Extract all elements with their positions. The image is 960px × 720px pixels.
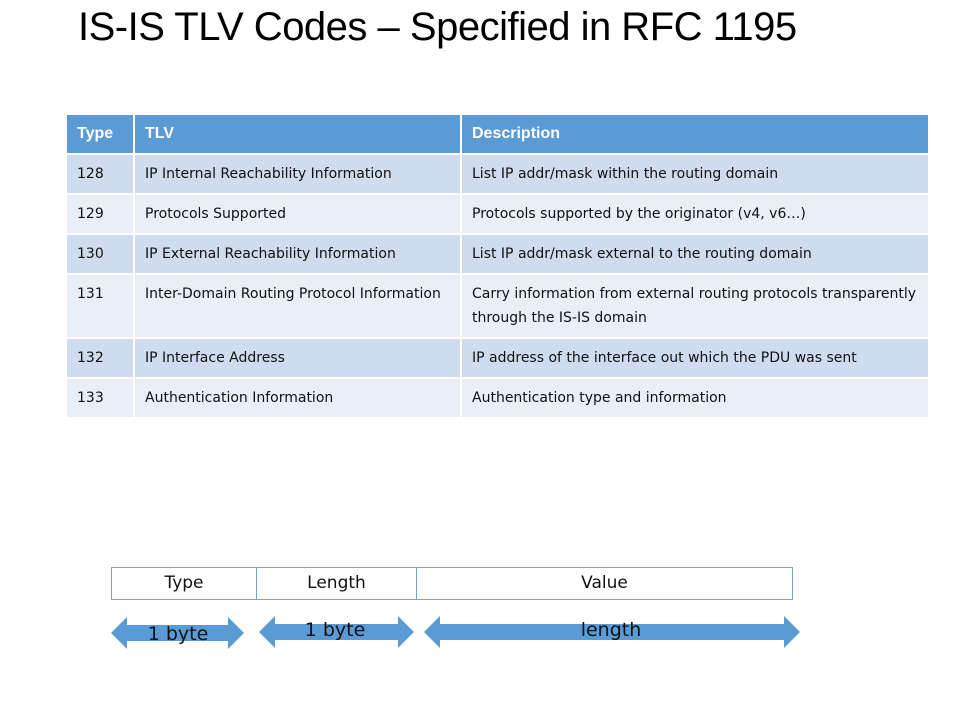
table-row: 132 IP Interface Address IP address of t… xyxy=(67,339,928,379)
type-size-label: 1 byte xyxy=(147,623,209,645)
cell-tlv: IP Internal Reachability Information xyxy=(135,155,462,195)
value-size-label: length xyxy=(580,619,642,641)
cell-tlv: IP External Reachability Information xyxy=(135,235,462,275)
tlv-table: Type TLV Description 128 IP Internal Rea… xyxy=(67,115,928,419)
cell-description: List IP addr/mask within the routing dom… xyxy=(462,155,928,195)
value-width-arrow xyxy=(424,616,800,648)
cell-description: IP address of the interface out which th… xyxy=(462,339,928,379)
header-tlv: TLV xyxy=(135,115,462,155)
field-length-box: Length xyxy=(256,567,417,600)
cell-type: 128 xyxy=(67,155,135,195)
cell-description: Authentication type and information xyxy=(462,379,928,419)
cell-tlv: Protocols Supported xyxy=(135,195,462,235)
table-row: 130 IP External Reachability Information… xyxy=(67,235,928,275)
cell-type: 130 xyxy=(67,235,135,275)
table-row: 128 IP Internal Reachability Information… xyxy=(67,155,928,195)
header-type: Type xyxy=(67,115,135,155)
field-type-box: Type xyxy=(111,567,257,600)
cell-tlv: Authentication Information xyxy=(135,379,462,419)
length-size-label: 1 byte xyxy=(304,619,366,641)
type-width-arrow xyxy=(111,617,244,649)
cell-tlv: Inter-Domain Routing Protocol Informatio… xyxy=(135,275,462,339)
table-header-row: Type TLV Description xyxy=(67,115,928,155)
cell-type: 132 xyxy=(67,339,135,379)
cell-description: List IP addr/mask external to the routin… xyxy=(462,235,928,275)
cell-description: Carry information from external routing … xyxy=(462,275,928,339)
header-description: Description xyxy=(462,115,928,155)
cell-type: 133 xyxy=(67,379,135,419)
table-row: 129 Protocols Supported Protocols suppor… xyxy=(67,195,928,235)
length-width-arrow xyxy=(259,616,414,648)
slide-title: IS-IS TLV Codes – Specified in RFC 1195 xyxy=(78,5,797,49)
table-row: 133 Authentication Information Authentic… xyxy=(67,379,928,419)
cell-description: Protocols supported by the originator (v… xyxy=(462,195,928,235)
table-row: 131 Inter-Domain Routing Protocol Inform… xyxy=(67,275,928,339)
cell-type: 131 xyxy=(67,275,135,339)
cell-type: 129 xyxy=(67,195,135,235)
field-value-box: Value xyxy=(416,567,793,600)
cell-tlv: IP Interface Address xyxy=(135,339,462,379)
